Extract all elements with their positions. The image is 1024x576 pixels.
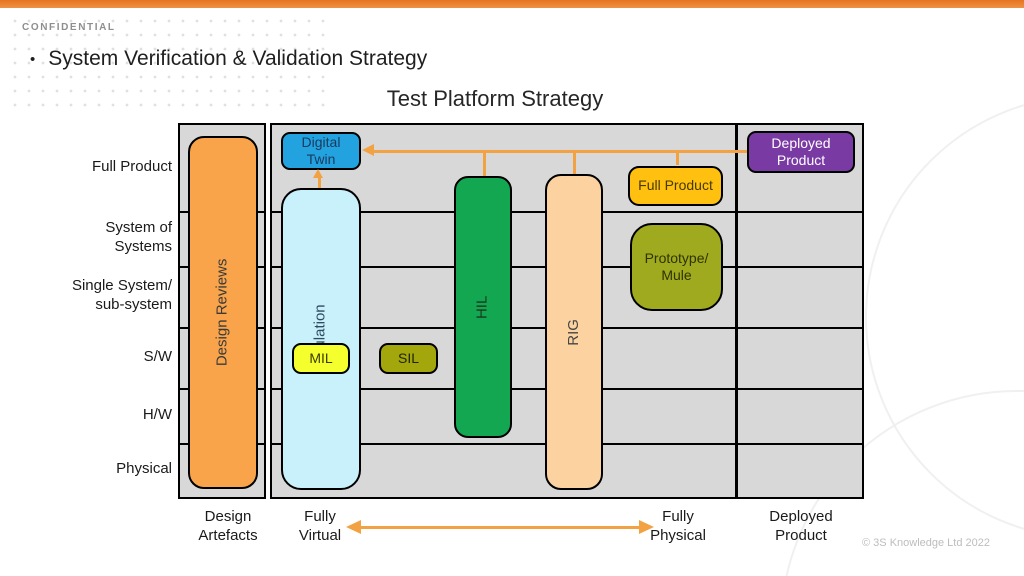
connector-drop-rig: [573, 150, 576, 174]
prototype-mule-box: Prototype/ Mule: [630, 223, 723, 311]
connector-drop-full-product: [676, 150, 679, 165]
col-label-deployed-product: Deployed Product: [769, 508, 833, 544]
connector-deployed-to-digital-twin: [374, 150, 747, 153]
full-product-box: Full Product: [628, 166, 723, 206]
sil-box: SIL: [379, 343, 438, 374]
row-label-single-system: Single System/ sub-system: [71, 277, 172, 313]
digital-twin-box: Digital Twin: [281, 132, 361, 170]
diagram-title: Test Platform Strategy: [386, 86, 604, 111]
row-label-system-of-systems: System of Systems: [105, 219, 172, 255]
mil-box: MIL: [292, 343, 350, 374]
decor-dot-grid: [8, 14, 332, 116]
connector-simulation-to-digital-twin: [318, 177, 321, 188]
rig-label: RIG: [564, 318, 582, 346]
virtual-physical-axis-arrow: [360, 526, 640, 529]
confidential-label: CONFIDENTIAL: [22, 22, 116, 33]
deployed-product-box: Deployed Product: [747, 131, 855, 173]
bullet-icon: •: [30, 50, 36, 68]
design-reviews-bar: Design Reviews: [188, 136, 258, 489]
arrowhead-up-icon: [313, 169, 323, 178]
top-accent-bar: [0, 0, 1024, 8]
simulation-bar: Simulation: [281, 188, 361, 490]
rig-bar: RIG: [545, 174, 603, 490]
col-label-fully-physical: Fully Physical: [650, 508, 706, 544]
arrowhead-left-icon: [346, 520, 361, 534]
deployed-column-divider: [735, 125, 738, 497]
row-label-sw: S/W: [143, 348, 172, 365]
connector-drop-hil: [483, 150, 486, 176]
col-label-design-artefacts: Design Artefacts: [198, 508, 258, 544]
col-label-fully-virtual: Fully Virtual: [298, 508, 342, 544]
design-reviews-label: Design Reviews: [213, 258, 231, 367]
row-label-hw: H/W: [142, 406, 172, 423]
copyright-text: © 3S Knowledge Ltd 2022: [862, 537, 990, 549]
slide-title: • System Verification & Validation Strat…: [30, 47, 427, 71]
arrowhead-left-icon: [362, 144, 374, 156]
row-label-physical: Physical: [116, 460, 172, 477]
arrowhead-right-icon: [639, 520, 654, 534]
hil-bar: HIL: [454, 176, 512, 438]
row-label-full-product: Full Product: [91, 158, 172, 175]
slide-title-text: System Verification & Validation Strateg…: [48, 47, 428, 70]
hil-label: HIL: [473, 295, 491, 319]
